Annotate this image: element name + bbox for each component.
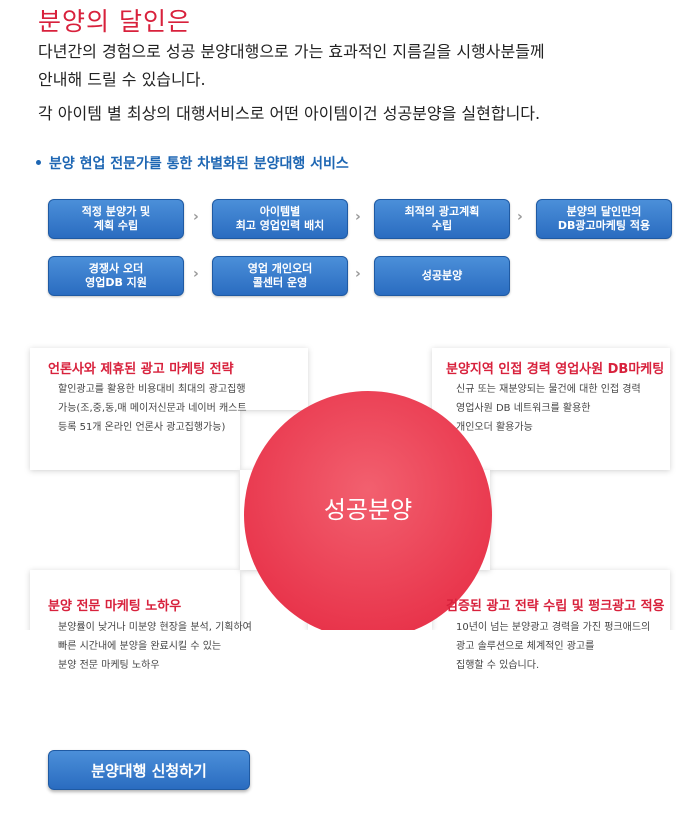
- process-heading-text: 분양 현업 전문가를 통한 차별화된 분양대행 서비스: [49, 156, 349, 172]
- quadrant-bottom-left: [30, 570, 240, 630]
- quadrant-top-left: [30, 348, 308, 470]
- center-label: 성공분양: [323, 496, 413, 524]
- quadrant-top-right: [432, 348, 670, 470]
- apply-button[interactable]: 분양대행 신청하기: [48, 750, 250, 790]
- intro-text-2: 각 아이템 별 최상의 대행서비스로 어떤 아이템이건 성공분양을 실현합니다.: [38, 104, 541, 123]
- chevron-right-icon: ›: [193, 209, 199, 225]
- chevron-right-icon: ›: [355, 209, 361, 225]
- process-step-3: 최적의 광고계획 수립: [374, 199, 510, 239]
- quadrant-bottom-right: [432, 570, 670, 630]
- process-step-7: 성공분양: [374, 256, 510, 296]
- feature-text-1: 할인광고를 활용한 비용대비 최대의 광고집행 가능(조,중,동,매 메이저신문…: [58, 384, 247, 433]
- intro-text-1: 다년간의 경험으로 성공 분양대행으로 가는 효과적인 지름길을 시행사분들께 …: [38, 42, 545, 89]
- feature-title-4: 검증된 광고 전략 수립 및 펑크광고 적용: [446, 599, 665, 614]
- chevron-right-icon: ›: [193, 266, 199, 282]
- process-heading: 분양 현업 전문가를 통한 차별화된 분양대행 서비스: [36, 153, 349, 173]
- feature-title-3: 분양 전문 마케팅 노하우: [48, 599, 182, 614]
- feature-text-2: 신규 또는 재분양되는 물건에 대한 인접 경력 영업사원 DB 네트워크를 활…: [456, 384, 641, 433]
- process-step-4: 분양의 달인만의 DB광고마케팅 적용: [536, 199, 672, 239]
- feature-text-4: 10년이 넘는 분양광고 경력을 가진 펑크애드의 광고 솔루션으로 체계적인 …: [456, 622, 651, 671]
- process-step-1: 적정 분양가 및 계획 수립: [48, 199, 184, 239]
- feature-title-1: 언론사와 제휴된 광고 마케팅 전략: [48, 362, 234, 377]
- center-circle: [244, 391, 492, 630]
- feature-title-2: 분양지역 인접 경력 영업사원 DB마케팅: [446, 362, 665, 377]
- process-step-5: 경쟁사 오더 영업DB 지원: [48, 256, 184, 296]
- page-title: 분양의 달인은: [38, 7, 191, 36]
- chevron-right-icon: ›: [355, 266, 361, 282]
- feature-text-3: 분양률이 낮거나 미분양 현장을 분석, 기획하여 빠른 시간내에 분양을 완료…: [58, 622, 252, 671]
- bullet-icon: [36, 159, 41, 165]
- success-diagram: [30, 348, 670, 630]
- process-step-2: 아이템별 최고 영업인력 배치: [212, 199, 348, 239]
- process-step-6: 영업 개인오더 콜센터 운영: [212, 256, 348, 296]
- chevron-right-icon: ›: [517, 209, 523, 225]
